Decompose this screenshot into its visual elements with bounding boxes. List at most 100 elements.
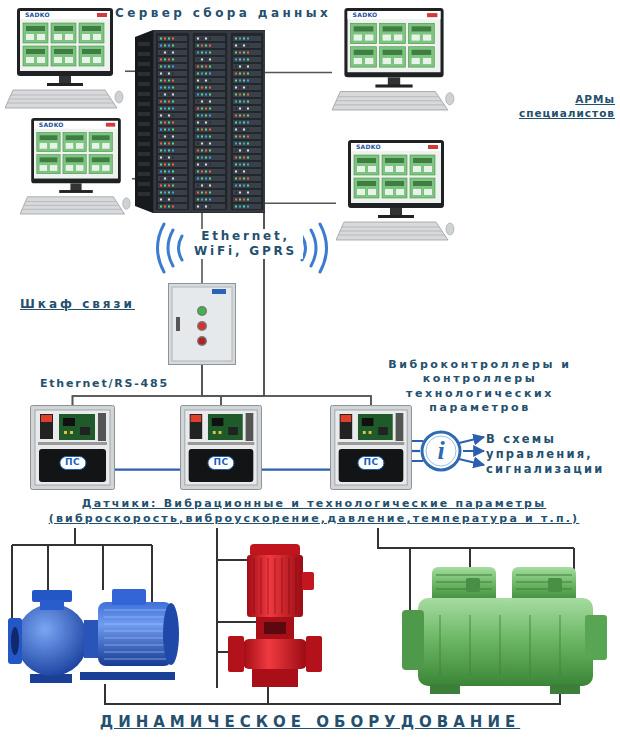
- rack-shape-part: [160, 150, 162, 152]
- workstation: SADKO: [332, 8, 456, 112]
- monitor-shape-part: [368, 189, 376, 195]
- rack-shape-part: [160, 164, 162, 166]
- monitor-shape-part: [37, 132, 60, 151]
- monitor-shape-part: [354, 35, 362, 41]
- monitor-shape-part: [446, 93, 454, 105]
- rack-shape-part: [160, 101, 162, 103]
- vertical-pump-part: [247, 555, 303, 617]
- monitor-shape-part: [365, 58, 373, 64]
- rack-shape-part: [164, 73, 166, 75]
- monitor-shape-part: [344, 8, 443, 77]
- rack-shape-part: [243, 199, 245, 201]
- rack-shape-part: [138, 182, 150, 186]
- rack-shape-part: [172, 59, 174, 61]
- rack-shape-part: [205, 122, 207, 124]
- compressor-part: [512, 567, 576, 603]
- compressor-part-part: [436, 581, 492, 582]
- rack-shape-part: [138, 132, 150, 136]
- rack-shape-part: [138, 102, 150, 106]
- vibration-controller: ПС: [330, 405, 412, 490]
- rack-shape-part: [195, 169, 225, 174]
- rack-shape-part: [243, 171, 245, 173]
- rack-shape-part: [160, 185, 162, 187]
- rack-shape-part: [197, 178, 199, 180]
- rack-shape-part: [233, 85, 261, 90]
- vertical-pump-part-part: [254, 558, 255, 614]
- rack-shape-part: [235, 115, 237, 117]
- rack-shape-part: [247, 38, 249, 40]
- rack-shape-part: [160, 87, 162, 89]
- rack-shape-part: [195, 176, 225, 181]
- rack-shape-part: [172, 38, 174, 40]
- screen-logo: SADKO: [23, 11, 52, 19]
- compressor-part: [430, 684, 460, 694]
- rack-shape-part: [164, 192, 166, 194]
- ctrl-shape-part: [219, 431, 222, 434]
- rack-shape-part: [160, 52, 162, 54]
- rack-shape-part: [235, 150, 237, 152]
- rack-shape-part: [247, 206, 249, 208]
- wireless-symbol-part: [311, 230, 316, 266]
- monitor-shape-part: [357, 181, 376, 186]
- rack-shape-part: [158, 134, 187, 139]
- rack-shape-part: [205, 136, 207, 138]
- monitor-shape-part: [380, 47, 406, 67]
- rack-shape-part: [197, 66, 199, 68]
- monitor-shape-part: [51, 23, 76, 43]
- rack-shape-part: [247, 164, 249, 166]
- vertical-pump-part: [302, 572, 314, 590]
- centrifugal-pump-part: [112, 589, 146, 605]
- rack-shape-part: [247, 115, 249, 117]
- centrifugal-pump: [8, 589, 179, 683]
- ctrl-shape-part: [180, 406, 261, 490]
- centrifugal-pump-part-part: [104, 610, 166, 611]
- rack-shape-part: [197, 80, 199, 82]
- monitor-shape: [5, 8, 125, 110]
- rack-shape-part: [247, 80, 249, 82]
- rack-shape-part: [172, 122, 174, 124]
- monitor-shape-part: [424, 166, 432, 172]
- rack-shape-part: [138, 142, 150, 146]
- monitor-shape-part: [348, 11, 441, 72]
- monitor-shape-part: [357, 189, 365, 195]
- monitor-shape-part: [427, 13, 437, 17]
- rack-shape-part: [239, 164, 241, 166]
- monitor-shape-part: [102, 165, 109, 171]
- rack-shape-part: [235, 122, 237, 124]
- rack-shape-part: [233, 190, 261, 195]
- rack-shape-part: [197, 115, 199, 117]
- compressor-part: [402, 610, 424, 670]
- compressor-part: [548, 578, 562, 592]
- centrifugal-pump-part-part: [104, 659, 166, 660]
- rack-shape-part: [164, 171, 166, 173]
- rack-shape-part: [195, 190, 225, 195]
- rack-shape-part: [138, 162, 150, 166]
- rack-shape-part: [209, 164, 211, 166]
- rack-shape-part: [197, 143, 199, 145]
- sensor-leader-lines-part: [74, 528, 76, 545]
- rack-shape-part: [160, 199, 162, 201]
- rack-shape-part: [160, 192, 162, 194]
- rack-shape-part: [247, 171, 249, 173]
- rack-shape-part: [243, 45, 245, 47]
- rack-shape-part: [205, 38, 207, 40]
- centrifugal-pump-part: [104, 610, 166, 659]
- rack-shape-part: [158, 43, 187, 48]
- centrifugal-pump-part-part: [104, 645, 166, 646]
- monitor-shape-part: [413, 158, 432, 163]
- rack-shape-part: [168, 94, 170, 96]
- rack-shape-part: [168, 178, 170, 180]
- monitor-shape-part: [102, 143, 109, 149]
- rack-shape-part: [195, 92, 225, 97]
- monitor-shape-part: [79, 46, 104, 66]
- monitor-shape-part: [70, 183, 81, 191]
- rack-shape-part: [233, 155, 261, 160]
- rack-shape-part: [158, 99, 187, 104]
- rack-shape-part: [209, 38, 211, 40]
- centrifugal-pump-part: [11, 627, 19, 655]
- rack-shape-part: [172, 164, 174, 166]
- rack-shape-part: [168, 171, 170, 173]
- monitor-shape-part: [412, 50, 432, 55]
- rack-shape-part: [172, 150, 174, 152]
- rack-shape-part: [195, 64, 225, 69]
